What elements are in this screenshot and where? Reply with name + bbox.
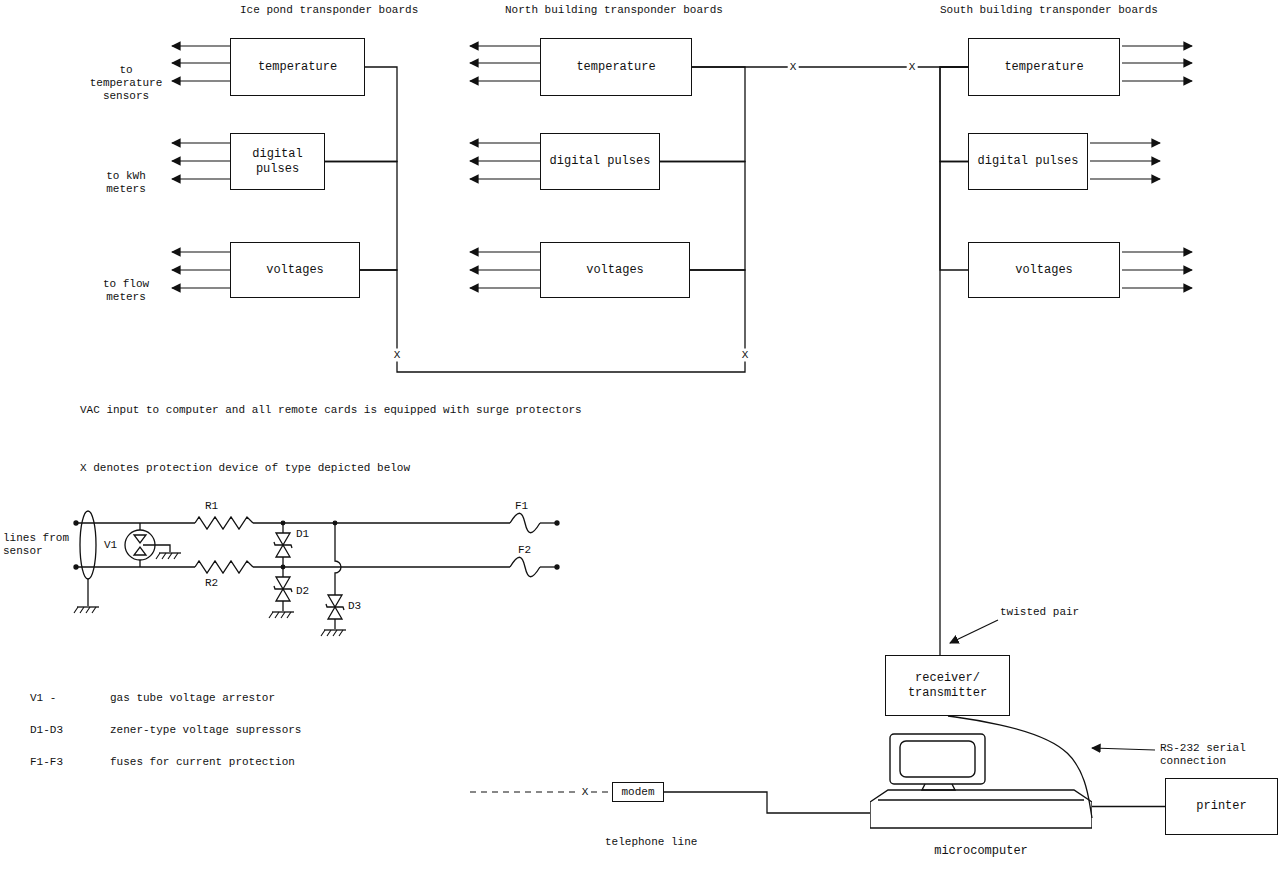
note-label: D1-D3 [30, 724, 63, 737]
zener-symbol [326, 585, 344, 629]
ground-symbol [269, 612, 294, 618]
note-label: to temperature sensors [86, 64, 166, 103]
note-label: North building transponder boards [505, 4, 723, 17]
protection-mark: X [392, 349, 403, 362]
ground-symbol [74, 607, 99, 613]
note-label: South building transponder boards [940, 4, 1158, 17]
wire-connector [948, 716, 1092, 818]
note-label: Ice pond transponder boards [240, 4, 418, 17]
component-box: temperature [230, 38, 365, 96]
ground-symbol [321, 630, 346, 636]
protection-mark: X [740, 349, 751, 362]
note-label: VAC input to computer and all remote car… [80, 404, 582, 417]
ground-symbol [156, 553, 181, 559]
note-label: zener-type voltage supressors [110, 724, 301, 737]
note-label: F1 [515, 500, 528, 513]
box-text: temperature [258, 60, 337, 75]
protection-mark: X [907, 61, 918, 74]
box-text: digital pulses [550, 154, 651, 169]
wire-connector [940, 67, 968, 162]
note-label: RS-232 serial connection [1160, 742, 1278, 768]
note-label: telephone line [605, 836, 697, 849]
box-text: temperature [576, 60, 655, 75]
note-label: V1 - [30, 692, 56, 705]
note-label: to kWh meters [86, 170, 166, 196]
wire-connector [940, 162, 968, 271]
box-text: digital pulses [978, 154, 1079, 169]
computer-drawing [870, 728, 1092, 863]
box-text: microcomputer [934, 844, 1028, 859]
wire-connector [692, 66, 968, 67]
component-box: voltages [968, 242, 1120, 298]
zener-symbol [274, 567, 292, 611]
wire-connector [940, 67, 968, 655]
note-label: F2 [518, 544, 531, 557]
protection-schematic [74, 511, 559, 606]
zener-symbol [274, 523, 292, 567]
note-label: X denotes protection device of type depi… [80, 462, 410, 475]
component-box: receiver/ transmitter [885, 655, 1010, 716]
note-label: fuses for current protection [110, 756, 295, 769]
note-label: R1 [205, 500, 218, 513]
box-text: receiver/ transmitter [892, 671, 1003, 701]
component-box: voltages [540, 242, 690, 298]
telephone-line [470, 791, 612, 792]
box-text: modem [621, 786, 654, 799]
component-box: digital pulses [968, 133, 1088, 190]
note-label: V1 [104, 539, 117, 552]
box-text: digital pulses [237, 147, 318, 177]
wire-connector [664, 792, 870, 813]
protection-mark: X [580, 786, 591, 799]
box-text: voltages [1015, 263, 1073, 278]
component-box: voltages [230, 242, 360, 298]
box-text: temperature [1004, 60, 1083, 75]
component-box: temperature [968, 38, 1120, 96]
note-label: R2 [205, 577, 218, 590]
protection-mark: X [788, 61, 799, 74]
box-text: voltages [266, 263, 324, 278]
component-box: digital pulses [540, 133, 660, 190]
note-label: D2 [296, 585, 309, 598]
component-box: modem [612, 782, 664, 802]
component-box: printer [1165, 778, 1278, 835]
box-text: printer [1196, 799, 1246, 814]
note-label: to flow meters [86, 278, 166, 304]
component-box: temperature [540, 38, 692, 96]
note-label: D1 [296, 528, 309, 541]
computer-figure: microcomputer [870, 728, 1092, 863]
note-label: F1-F3 [30, 756, 63, 769]
note-label: D3 [348, 600, 361, 613]
note-label: gas tube voltage arrestor [110, 692, 275, 705]
wire-connector [1092, 806, 1165, 807]
component-box: digital pulses [230, 133, 325, 190]
note-label: lines from sensor [3, 532, 73, 558]
note-label: twisted pair [1000, 606, 1079, 619]
box-text: voltages [586, 263, 644, 278]
